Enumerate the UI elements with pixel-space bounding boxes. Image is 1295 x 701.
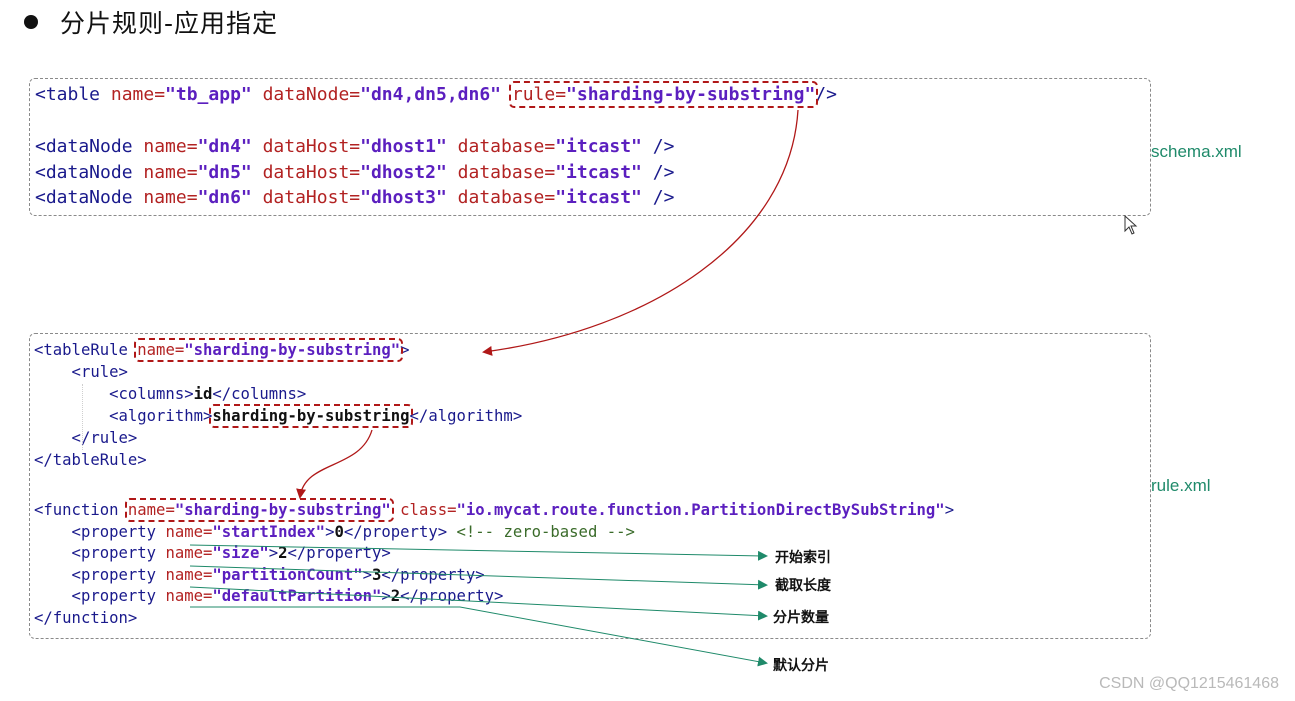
property-line: <property name="startIndex">0</property>… [34,522,635,541]
datanode-line: <dataNode name="dn6" dataHost="dhost3" d… [35,187,675,208]
rule-code-panel: <tableRule name="sharding-by-substring">… [29,333,1151,639]
table-rule-open-line: <tableRule name="sharding-by-substring"> [34,338,410,362]
function-name-highlight: name="sharding-by-substring" [124,498,394,522]
title-bullet [24,15,38,29]
datanode-line: <dataNode name="dn5" dataHost="dhost2" d… [35,161,675,183]
table-rule-block: <tableRule name="sharding-by-substring">… [34,338,523,471]
rule-open-line: <rule> [34,363,128,381]
function-open-line: <function name="sharding-by-substring" c… [34,498,955,522]
schema-table-line: <table name="tb_app" dataNode="dn4,dn5,d… [35,81,837,108]
watermark: CSDN @QQ1215461468 [1099,675,1279,692]
algorithm-highlight: sharding-by-substring [209,404,413,428]
datanode-list: <dataNode name="dn4" dataHost="dhost1" d… [35,134,674,211]
annotation-partition-count: 分片数量 [773,610,829,626]
page-title: 分片规则-应用指定 [60,9,279,38]
rule-attr-highlight: rule="sharding-by-substring" [508,81,819,108]
datanode-line: <dataNode name="dn4" dataHost="dhost1" d… [35,136,675,157]
schema-file-label: schema.xml [1151,142,1242,161]
table-rule-close-line: </tableRule> [34,451,147,469]
rule-file-label: rule.xml [1151,476,1211,495]
annotation-size: 截取长度 [775,578,831,594]
annotation-start-index: 开始索引 [775,550,831,566]
algorithm-line: <algorithm>sharding-by-substring</algori… [34,404,523,428]
annotation-default-partition: 默认分片 [773,658,829,674]
rule-close-line: </rule> [34,429,138,447]
function-close-line: </function> [34,608,138,627]
indent-guide [82,384,83,450]
table-rule-name-highlight: name="sharding-by-substring" [134,338,404,362]
mouse-cursor-icon [1124,215,1138,235]
schema-code-panel: <table name="tb_app" dataNode="dn4,dn5,d… [29,78,1151,216]
columns-line: <columns>id</columns> [34,385,307,403]
